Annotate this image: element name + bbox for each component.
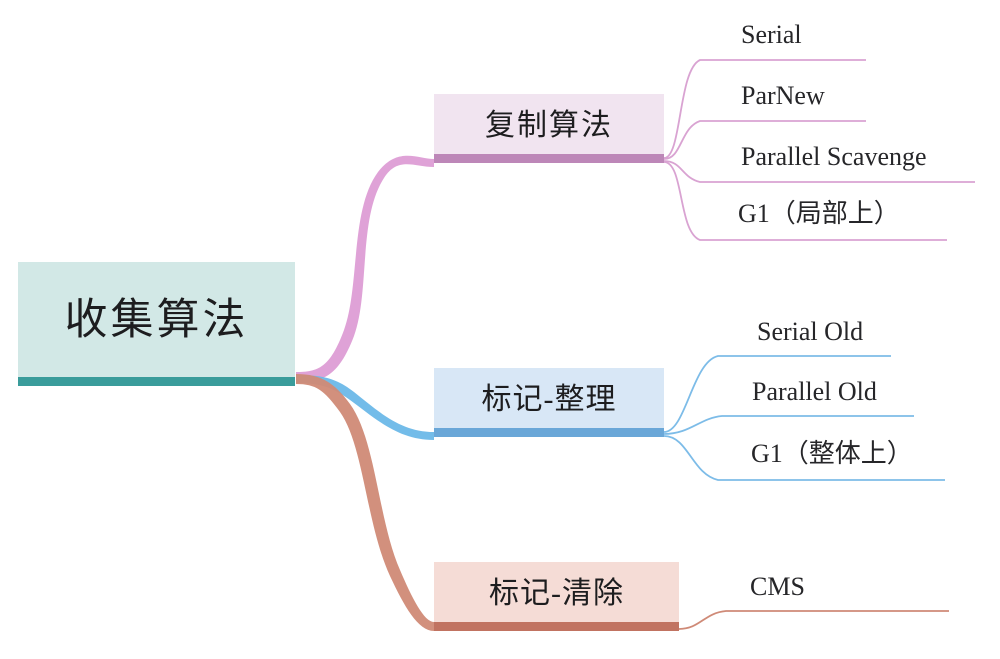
branch-node-label: 复制算法 [485,108,613,142]
leaf-g1-young[interactable]: G1（局部上） [738,199,900,228]
leaf-serial[interactable]: Serial [741,20,802,49]
branch-node-mark-sweep[interactable]: 标记-清除 [434,562,679,631]
root-node-label: 收集算法 [64,296,249,344]
connector-branch-2-leaf-0 [678,610,949,630]
connector-root-to-branch-0 [296,155,434,382]
branch-node-copy-algorithm[interactable]: 复制算法 [434,94,664,163]
branch-node-label: 标记-清除 [489,576,624,610]
branch-node-bar [434,622,679,631]
connector-branch-1-leaf-1 [663,415,914,435]
branch-node-mark-compact[interactable]: 标记-整理 [434,368,664,437]
branch-node-bar [434,154,664,163]
branch-node-label: 标记-整理 [481,382,617,416]
leaf-g1-full[interactable]: G1（整体上） [751,439,913,468]
leaf-parallel-scavenge[interactable]: Parallel Scavenge [741,142,927,171]
leaf-cms[interactable]: CMS [750,572,805,601]
root-node[interactable]: 收集算法 [18,262,295,386]
connector-root-to-branch-1 [296,375,434,440]
leaf-parallel-old[interactable]: Parallel Old [752,377,877,406]
root-node-bar [18,377,295,386]
branch-node-bar [434,428,664,437]
leaf-serial-old[interactable]: Serial Old [757,317,864,346]
leaf-parnew[interactable]: ParNew [741,81,825,110]
connector-root-to-branch-2 [296,374,434,631]
